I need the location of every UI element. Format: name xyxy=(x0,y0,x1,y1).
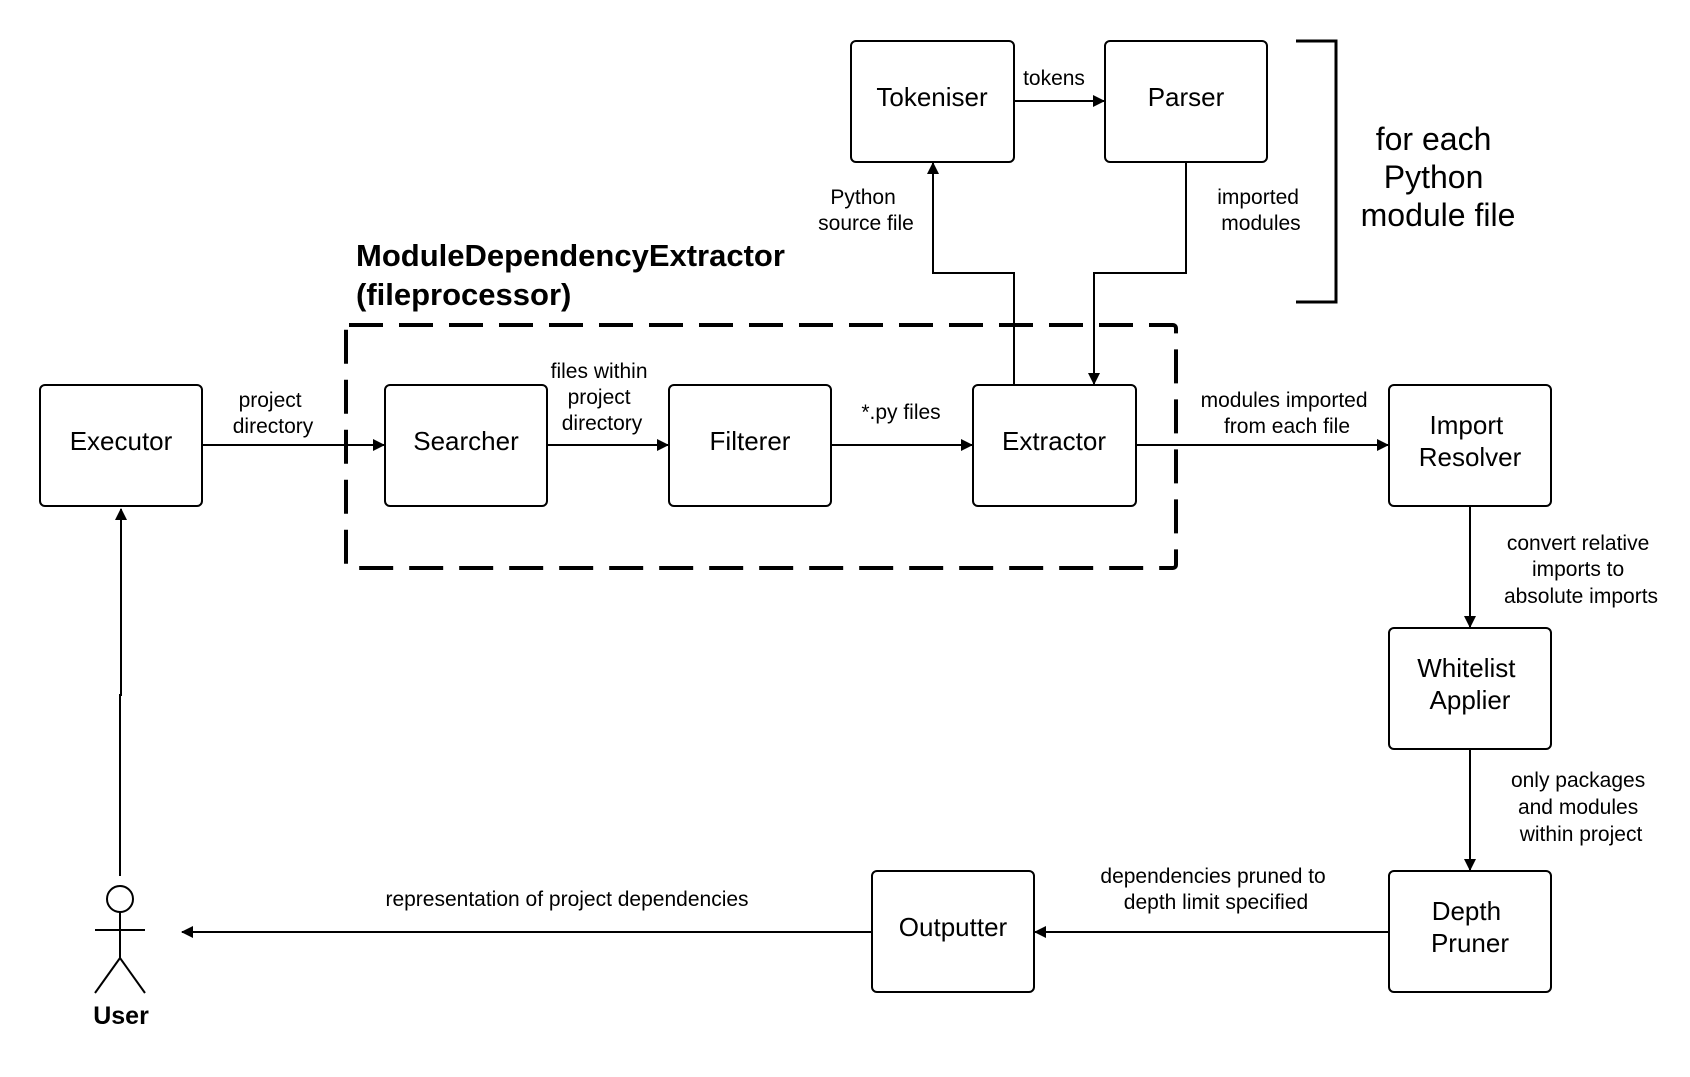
edge-label-convert-relative: convert relative imports to absolute imp… xyxy=(1504,532,1658,608)
user-actor: User xyxy=(93,885,149,1030)
edge-label-files-within: files within project directory xyxy=(551,360,654,435)
node-label: Parser xyxy=(1148,82,1225,112)
node-filterer: Filterer xyxy=(668,384,832,507)
node-label: Searcher xyxy=(413,426,519,456)
user-label: User xyxy=(93,1002,149,1030)
node-label: Executor xyxy=(70,426,173,456)
edge-label-py-files: *.py files xyxy=(861,401,940,424)
node-extractor: Extractor xyxy=(972,384,1137,507)
edge-label-imported-modules: imported modules xyxy=(1217,186,1305,235)
node-searcher: Searcher xyxy=(384,384,548,507)
per-file-note: for each Python module file xyxy=(1361,121,1516,233)
edge-label-representation: representation of project dependencies xyxy=(385,888,748,911)
node-executor: Executor xyxy=(39,384,203,507)
edge-label-pruned: dependencies pruned to depth limit speci… xyxy=(1100,865,1331,914)
group-title: ModuleDependencyExtractor (fileprocessor… xyxy=(356,238,794,312)
node-parser: Parser xyxy=(1104,40,1268,163)
per-file-bracket xyxy=(1296,39,1338,304)
edge-label-python-source: Python source file xyxy=(818,186,914,235)
node-whitelist-applier: Whitelist Applier xyxy=(1388,627,1552,750)
user-actor-head xyxy=(106,885,134,913)
node-depth-pruner: Depth Pruner xyxy=(1388,870,1552,993)
edge-label-modules-imported: modules imported from each file xyxy=(1201,389,1374,438)
node-tokeniser: Tokeniser xyxy=(850,40,1015,163)
node-label: Depth Pruner xyxy=(1431,896,1509,958)
node-outputter: Outputter xyxy=(871,870,1035,993)
edge-user-executor xyxy=(115,508,127,876)
node-label: Tokeniser xyxy=(876,82,988,112)
edge-parser-extractor xyxy=(1088,162,1187,385)
edge-label-tokens: tokens xyxy=(1023,67,1085,90)
node-label: Filterer xyxy=(710,426,791,456)
node-label: Import Resolver xyxy=(1419,410,1522,472)
node-label: Extractor xyxy=(1002,426,1106,456)
edge-label-only-packages: only packages and modules within project xyxy=(1511,769,1651,846)
node-import-resolver: Import Resolver xyxy=(1388,384,1552,507)
module-dependency-extractor-group xyxy=(344,323,1178,570)
edge-label-project-directory: project directory xyxy=(233,389,314,438)
node-label: Whitelist Applier xyxy=(1417,653,1522,715)
edge-extractor-tokeniser xyxy=(927,162,1015,385)
node-label: Outputter xyxy=(899,912,1008,942)
